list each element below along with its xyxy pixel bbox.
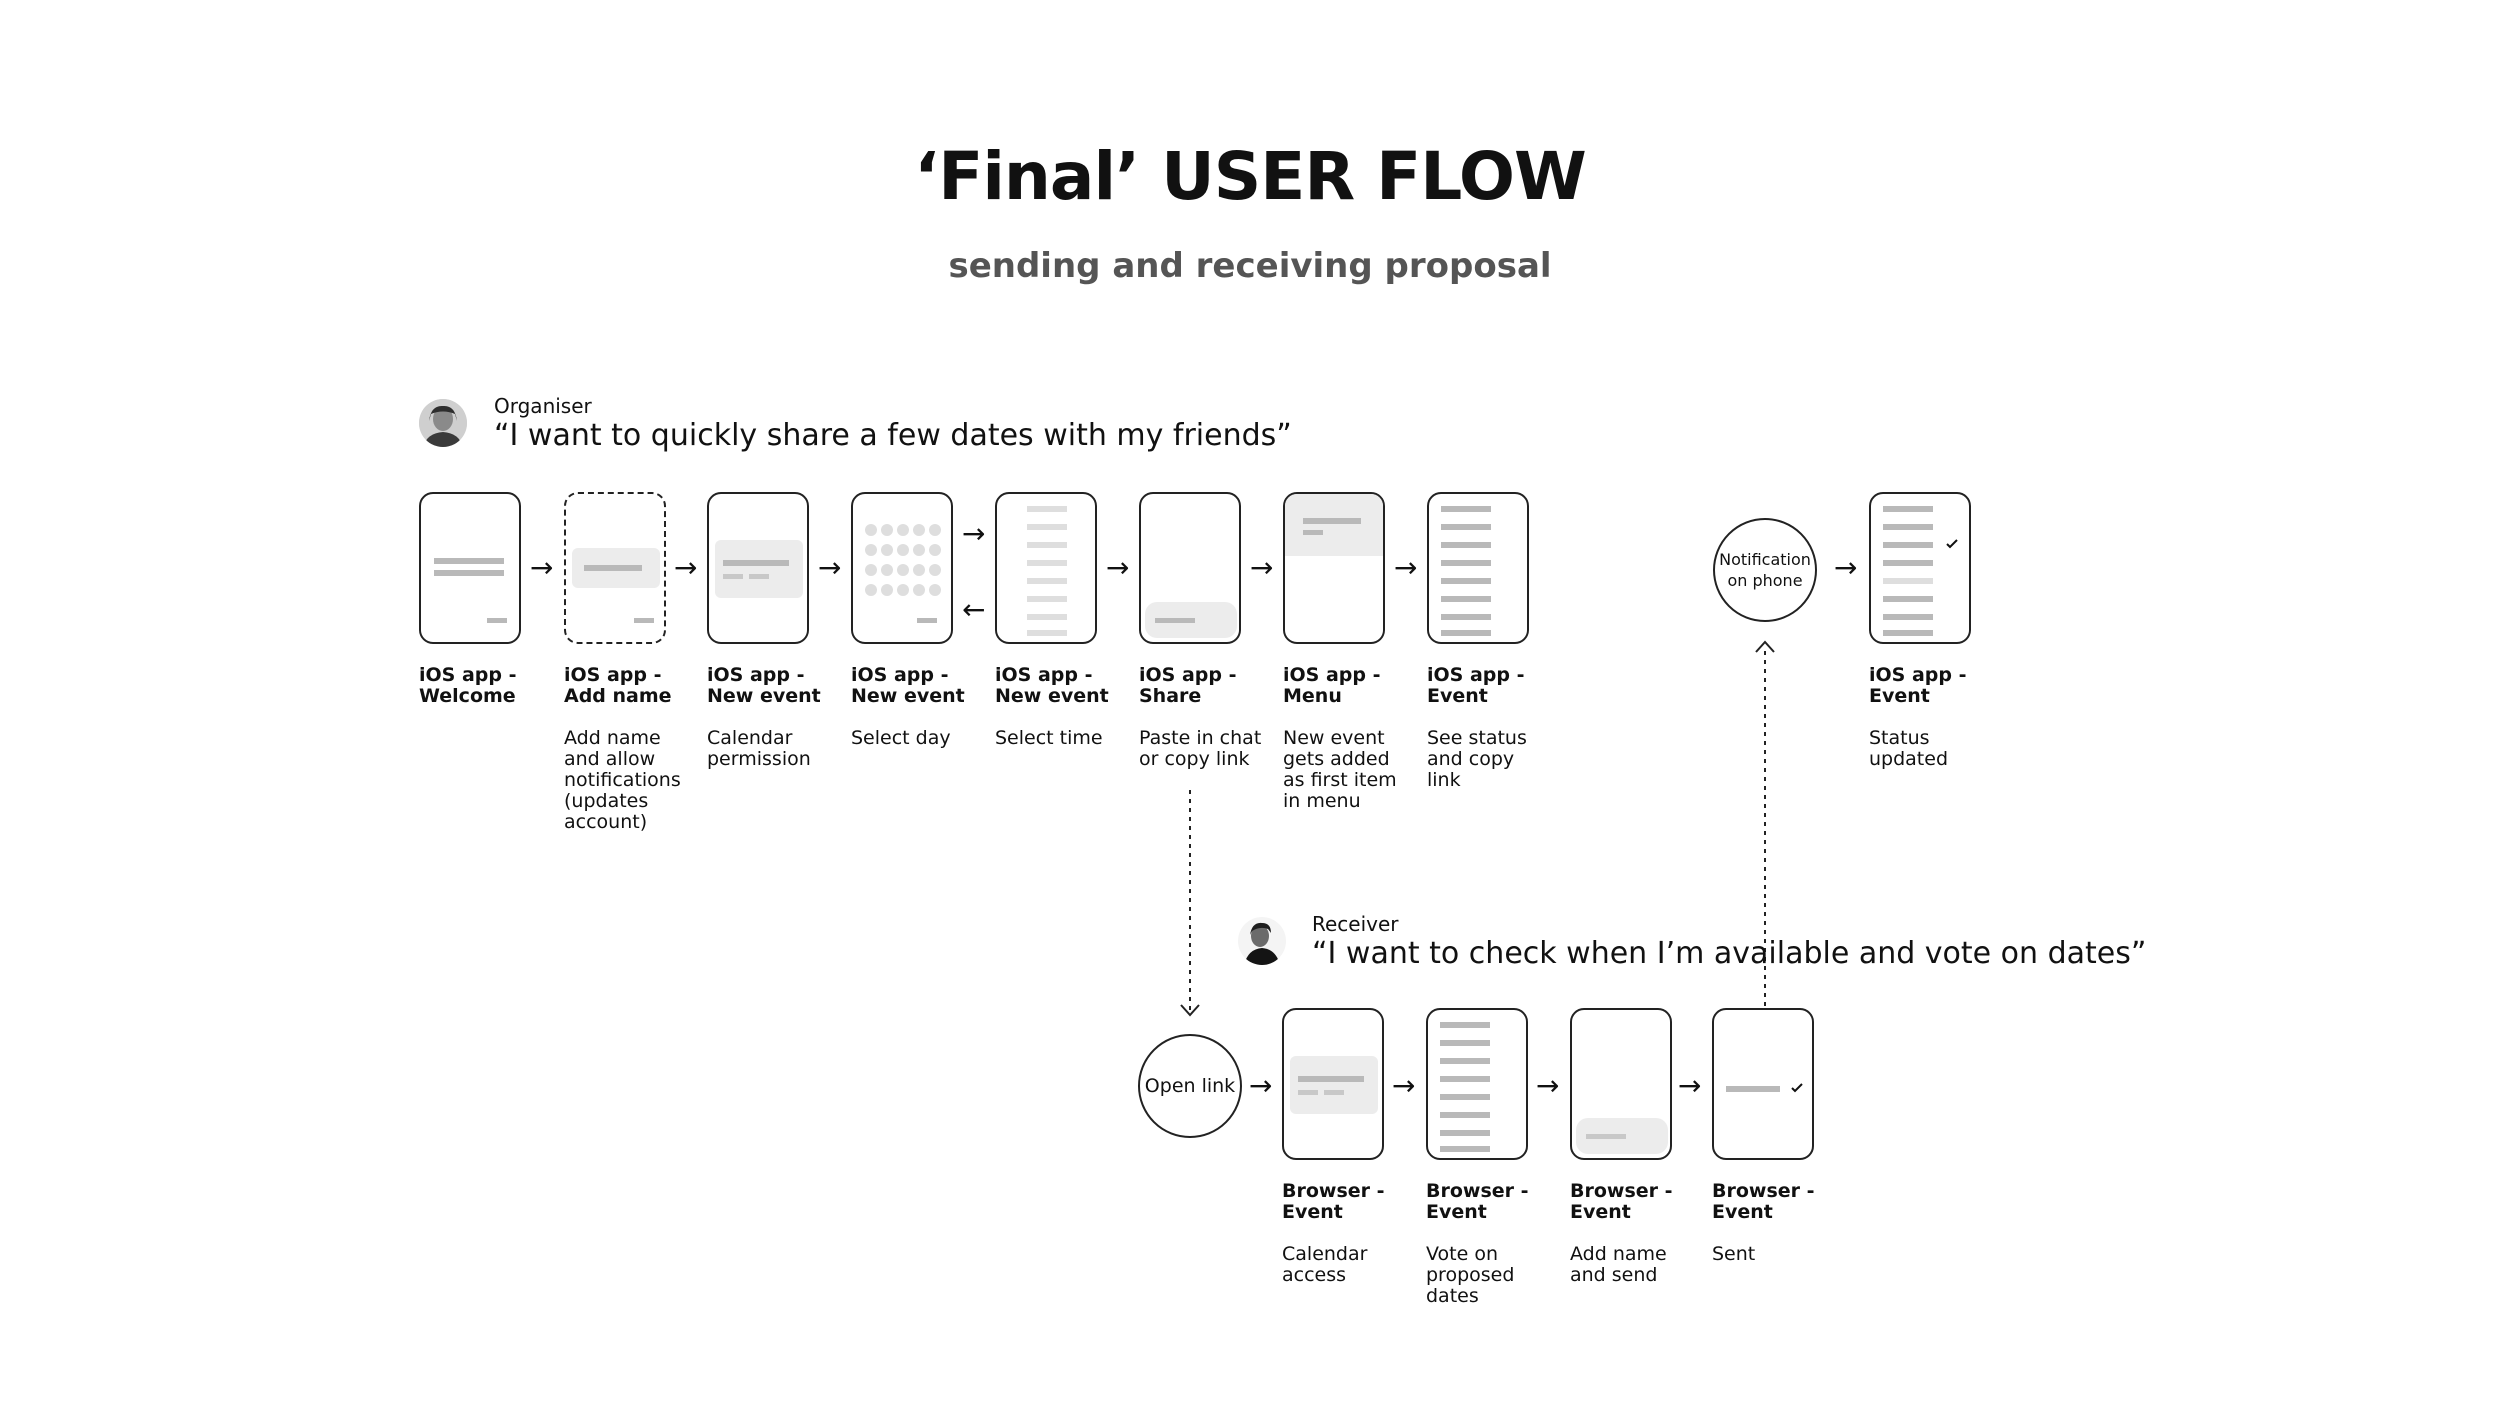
arrow-right-icon: → — [1536, 1069, 1560, 1102]
arrow-right-icon: → — [1106, 551, 1130, 584]
arrow-right-icon: → — [962, 517, 986, 550]
caption-desc-status-updated: Status updated — [1869, 727, 1949, 770]
arrow-right-icon: → — [818, 551, 842, 584]
arrow-right-icon: → — [1394, 551, 1418, 584]
phone-sent — [1712, 1008, 1814, 1160]
receiver-role: Receiver — [1312, 912, 1399, 936]
arrow-right-icon: → — [674, 551, 698, 584]
caption-title-share: iOS app - Share — [1139, 664, 1237, 707]
arrow-down-icon — [1180, 1004, 1200, 1017]
caption-title-menu: iOS app - Menu — [1283, 664, 1381, 707]
caption-title-add-name-send: Browser - Event — [1570, 1180, 1673, 1223]
caption-desc-add-name: Add name and allow notifications (update… — [564, 727, 681, 833]
receiver-quote: “I want to check when I’m available and … — [1312, 936, 2147, 971]
open-link-node: Open link — [1138, 1034, 1242, 1138]
caption-desc-select-time: Select time — [995, 727, 1103, 749]
caption-desc-calendar-permission: Calendar permission — [707, 727, 811, 770]
phone-add-name — [564, 492, 666, 644]
caption-desc-add-name-send: Add name and send — [1570, 1243, 1667, 1286]
arrow-right-icon: → — [530, 551, 554, 584]
caption-title-calendar-access: Browser - Event — [1282, 1180, 1385, 1223]
caption-title-select-day: iOS app - New event — [851, 664, 965, 707]
arrow-right-icon: → — [1250, 551, 1274, 584]
caption-desc-menu: New event gets added as first item in me… — [1283, 727, 1397, 812]
receiver-avatar — [1238, 917, 1286, 965]
caption-desc-select-day: Select day — [851, 727, 951, 749]
phone-vote — [1426, 1008, 1528, 1160]
caption-title-status-updated: iOS app - Event — [1869, 664, 1967, 707]
caption-title-add-name: iOS app - Add name — [564, 664, 672, 707]
notification-label: Notification on phone — [1719, 550, 1811, 590]
organiser-quote: “I want to quickly share a few dates wit… — [494, 418, 1292, 453]
arrow-right-icon: → — [1834, 551, 1858, 584]
caption-desc-share: Paste in chat or copy link — [1139, 727, 1262, 770]
arrow-left-icon: ← — [962, 593, 986, 626]
checkmark-icon — [1946, 539, 1958, 549]
caption-desc-vote: Vote on proposed dates — [1426, 1243, 1515, 1307]
phone-welcome — [419, 492, 521, 644]
caption-desc-sent: Sent — [1712, 1243, 1756, 1265]
phone-menu — [1283, 492, 1385, 644]
caption-desc-calendar-access: Calendar access — [1282, 1243, 1368, 1286]
arrow-right-icon: → — [1678, 1069, 1702, 1102]
phone-status-updated — [1869, 492, 1971, 644]
caption-title-calendar-permission: iOS app - New event — [707, 664, 821, 707]
notification-node: Notification on phone — [1713, 518, 1817, 622]
caption-title-vote: Browser - Event — [1426, 1180, 1529, 1223]
organiser-avatar — [419, 399, 467, 447]
phone-calendar-permission — [707, 492, 809, 644]
phone-share — [1139, 492, 1241, 644]
arrow-right-icon: → — [1392, 1069, 1416, 1102]
arrow-right-icon: → — [1249, 1069, 1273, 1102]
caption-title-event: iOS app - Event — [1427, 664, 1525, 707]
phone-add-name-send — [1570, 1008, 1672, 1160]
checkmark-icon — [1791, 1083, 1803, 1093]
caption-title-sent: Browser - Event — [1712, 1180, 1815, 1223]
organiser-role: Organiser — [494, 394, 592, 418]
phone-select-time — [995, 492, 1097, 644]
phone-event — [1427, 492, 1529, 644]
page-subtitle: sending and receiving proposal — [948, 246, 1552, 286]
caption-title-select-time: iOS app - New event — [995, 664, 1109, 707]
arrow-up-icon — [1755, 640, 1775, 653]
caption-title-welcome: iOS app - Welcome — [419, 664, 517, 707]
page-title: ‘Final’ USER FLOW — [914, 138, 1587, 215]
open-link-label: Open link — [1144, 1075, 1236, 1097]
phone-calendar-access — [1282, 1008, 1384, 1160]
phone-select-day — [851, 492, 953, 644]
caption-desc-event: See status and copy link — [1427, 727, 1527, 791]
